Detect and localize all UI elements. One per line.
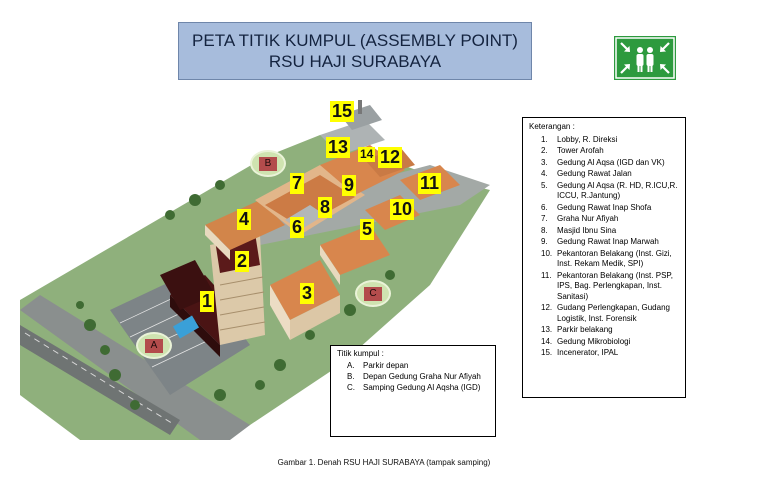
building-marker-10: 10 [390,199,415,220]
building-legend-item: 5. Gedung Al Aqsa (R. HD, R.ICU,R. ICCU, … [541,180,679,202]
building-legend-heading: Keterangan : [529,122,575,131]
building-marker-15: 15 [330,101,355,122]
building-marker-11: 11 [418,173,442,194]
building-legend-text: Parkir belakang [557,325,613,334]
building-marker-7: 7 [290,173,305,194]
building-marker-12: 12 [378,147,403,168]
building-legend-text: Masjid Ibnu Sina [557,225,617,235]
building-marker-13: 13 [326,137,351,158]
assembly-legend-key: A. [347,361,355,370]
assembly-point-a: A [136,332,172,359]
assembly-point-icon [614,36,676,80]
map-title-line2: RSU HAJI SURABAYA [268,52,442,71]
building-marker-8: 8 [318,197,333,218]
building-marker-1: 1 [200,291,215,312]
assembly-legend-text: Depan Gedung Graha Nur Afiyah [363,372,481,381]
assembly-legend-key: C. [347,383,355,392]
figure-caption: Gambar 1. Denah RSU HAJI SURABAYA (tampa… [277,458,491,467]
building-legend-text: Gedung Rawat Jalan [557,169,632,178]
building-legend-key: 9. [541,237,548,246]
building-legend-key: 6. [541,202,548,212]
building-legend-key: 3. [541,157,548,167]
building-legend-item: 13. Parkir belakang [541,325,679,336]
building-legend-text: Graha Nur Afiyah [557,214,619,223]
building-marker-14: 14 [358,147,376,162]
building-legend-text: Pekantoran Belakang (Inst. PSP, IPS, Bag… [557,270,673,301]
building-legend-key: 1. [541,134,548,144]
building-legend-text: Gedung Mikrobiologi [557,336,631,346]
building-legend-key: 2. [541,146,548,155]
building-legend-text: Gedung Al Aqsa (R. HD, R.ICU,R. ICCU, R.… [557,180,678,201]
building-marker-3: 3 [300,283,315,304]
building-legend-key: 7. [541,214,548,223]
assembly-legend-box: Titik kumpul : A. Parkir depan B. Depan Ge… [330,345,496,437]
building-marker-4: 4 [237,209,252,230]
building-legend-item: 6. Gedung Rawat Inap Shofa [541,202,679,214]
building-legend-text: Lobby, R. Direksi [557,134,618,144]
assembly-point-b: B [250,150,286,177]
assembly-legend-item: B. Depan Gedung Graha Nur Afiyah [347,372,489,382]
building-legend-item: 14. Gedung Mikrobiologi [541,336,679,348]
building-legend-text: Tower Arofah [557,146,604,155]
building-legend-text: Gudang Perlengkapan, Gudang Logistik, In… [557,303,670,323]
building-legend-item: 8. Masjid Ibnu Sina [541,225,679,237]
assembly-legend-text: Samping Gedung Al Aqsha (IGD) [363,383,481,392]
site-map-drawing [20,100,490,440]
assembly-legend-text: Parkir depan [363,361,409,370]
building-legend-text: Gedung Rawat Inap Shofa [557,202,652,212]
building-legend-item: 10. Pekantoran Belakang (Inst. Gizi, Inst… [541,248,679,270]
building-marker-5: 5 [360,219,375,240]
building-legend-text: Gedung Al Aqsa (IGD dan VK) [557,157,665,167]
building-legend-key: 10. [541,248,553,258]
building-legend-item: 7. Graha Nur Afiyah [541,214,679,225]
hospital-site-map: A B C 1 2 3 4 5 6 7 8 9 10 11 12 13 14 1… [20,95,500,440]
building-legend-key: 11. [541,270,552,280]
building-legend-box: Keterangan : 1. Lobby, R. Direksi 2. Tower… [522,117,686,398]
assembly-point-b-label: B [259,156,277,171]
building-legend-key: 4. [541,169,548,178]
building-legend-item: 9. Gedung Rawat Inap Marwah [541,237,679,248]
building-legend-text: Pekantoran Belakang (Inst. Gizi, Inst. R… [557,248,672,269]
building-legend-item: 15. Incenerator, IPAL [541,348,679,359]
assembly-point-a-label: A [145,338,163,353]
assembly-legend-item: A. Parkir depan [347,361,489,371]
building-legend-key: 15. [541,348,553,357]
assembly-point-c-label: C [364,286,382,301]
building-legend-key: 12. [541,303,553,312]
building-legend-key: 8. [541,225,548,235]
building-legend-item: 12. Gudang Perlengkapan, Gudang Logistik,… [541,303,679,324]
assembly-legend-key: B. [347,372,355,381]
assembly-legend-list: A. Parkir depan B. Depan Gedung Graha Nur … [337,361,489,393]
building-marker-9: 9 [342,175,357,196]
building-legend-item: 2. Tower Arofah [541,146,679,157]
map-title-box: PETA TITIK KUMPUL (ASSEMBLY POINT) RSU H… [178,22,532,80]
building-legend-item: 4. Gedung Rawat Jalan [541,169,679,180]
building-legend-item: 3. Gedung Al Aqsa (IGD dan VK) [541,157,679,169]
building-legend-text: Incenerator, IPAL [557,348,619,357]
building-legend-key: 14. [541,336,553,346]
map-title-line1: PETA TITIK KUMPUL (ASSEMBLY POINT) [192,31,518,50]
building-marker-6: 6 [290,217,305,238]
assembly-point-c: C [355,280,391,307]
building-marker-2: 2 [235,251,250,272]
building-legend-key: 13. [541,325,553,334]
building-legend-list: 1. Lobby, R. Direksi 2. Tower Arofah 3. Ged… [529,135,679,359]
building-legend-item: 1. Lobby, R. Direksi [541,134,679,146]
assembly-legend-heading: Titik kumpul : [337,349,384,358]
building-legend-item: 11. Pekantoran Belakang (Inst. PSP, IPS, … [541,270,679,303]
building-legend-key: 5. [541,180,548,190]
building-legend-text: Gedung Rawat Inap Marwah [557,237,659,246]
assembly-legend-item: C. Samping Gedung Al Aqsha (IGD) [347,383,489,393]
